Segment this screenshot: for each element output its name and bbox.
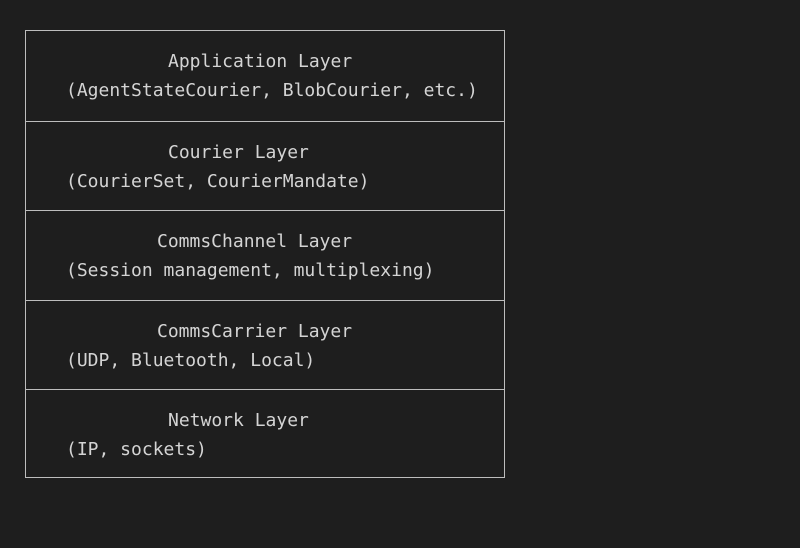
layer-detail: (CourierSet, CourierMandate) xyxy=(66,170,370,192)
layer-detail: (IP, sockets) xyxy=(66,439,207,461)
application-layer-box: Application Layer (AgentStateCourier, Bl… xyxy=(26,31,504,121)
layer-title: Network Layer xyxy=(168,410,309,432)
layer-title: CommsChannel Layer xyxy=(157,231,353,253)
courier-layer-box: Courier Layer (CourierSet, CourierMandat… xyxy=(26,120,504,211)
network-layer-box: Network Layer (IP, sockets) xyxy=(26,389,504,479)
commscarrier-layer-box: CommsCarrier Layer (UDP, Bluetooth, Loca… xyxy=(26,299,504,390)
layer-title: Courier Layer xyxy=(168,141,309,163)
layer-stack: Application Layer (AgentStateCourier, Bl… xyxy=(25,30,505,478)
layer-title: CommsCarrier Layer xyxy=(157,320,353,342)
layer-detail: (Session management, multiplexing) xyxy=(66,260,435,282)
layer-detail: (AgentStateCourier, BlobCourier, etc.) xyxy=(66,80,478,101)
layer-title: Application Layer xyxy=(168,51,353,72)
layer-detail: (UDP, Bluetooth, Local) xyxy=(66,349,316,371)
commschannel-layer-box: CommsChannel Layer (Session management, … xyxy=(26,210,504,300)
